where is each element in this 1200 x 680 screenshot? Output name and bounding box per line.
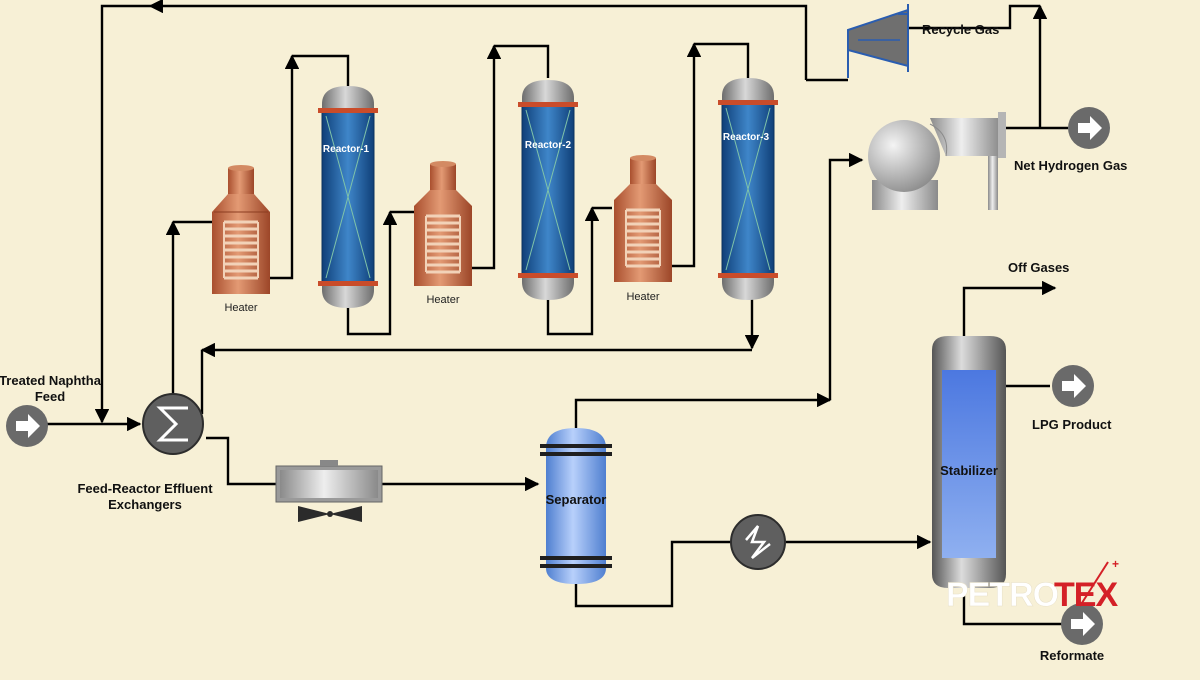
pipe-to-hydrogen-compressor	[828, 152, 864, 400]
logo-mark: +	[1112, 557, 1119, 571]
lpg-arrow-icon	[1052, 365, 1094, 407]
reactor2-label: Reactor-2	[525, 140, 572, 151]
hydrogen-compressor-icon	[868, 112, 1006, 210]
pipe-reactor2-in	[494, 44, 550, 78]
pipe-reactor3-in	[694, 42, 750, 78]
exchangers-label-line2: Exchangers	[108, 497, 182, 512]
pipe-recycle-header	[148, 0, 808, 80]
feed-arrow-icon	[6, 405, 48, 447]
heater3-label: Heater	[626, 291, 659, 303]
reformate-arrow-icon	[1061, 603, 1103, 645]
net-hydrogen-label: Net Hydrogen Gas	[1014, 158, 1127, 173]
pipe-reactor1-out	[346, 210, 398, 336]
reactor-1	[318, 86, 378, 308]
feed-label-line2: Feed	[35, 389, 65, 404]
stabilizer	[932, 336, 1006, 588]
petrotex-logo: PETRO TEX +	[946, 557, 1120, 614]
recycle-compressor-icon	[847, 4, 909, 78]
pipe-reactor2-out	[546, 206, 600, 336]
labels: Treated Naphtha Feed Feed-Reactor Efflue…	[0, 22, 1127, 663]
lpg-label: LPG Product	[1032, 417, 1112, 432]
stabilizer-label: Stabilizer	[940, 463, 998, 478]
pipe-recycle-down	[94, 4, 150, 424]
reactor3-label: Reactor-3	[723, 132, 770, 143]
pipe-separator-liquid	[574, 540, 732, 608]
pipe-heater1-out	[268, 54, 300, 280]
net-hydrogen-arrow-icon	[1068, 107, 1110, 149]
separator-label: Separator	[546, 492, 607, 507]
heater1-label: Heater	[224, 302, 257, 314]
recycle-gas-label: Recycle Gas	[922, 22, 999, 37]
pipe-off-gases	[962, 280, 1057, 336]
stabilizer-feed-exchanger-icon	[730, 514, 786, 570]
logo-text-white: PETRO	[946, 576, 1059, 614]
reactor-2	[518, 80, 578, 300]
pipe-heater2-out	[470, 44, 502, 270]
reactor1-label: Reactor-1	[323, 144, 370, 155]
pipe-exchanger-to-cooler	[206, 436, 276, 486]
feed-effluent-exchanger-icon	[142, 393, 204, 455]
air-cooler-fan-icon	[275, 460, 383, 522]
piping	[46, 0, 1068, 626]
pipe-separator-vapour	[574, 392, 832, 428]
pipe-reactor1-in	[292, 54, 350, 86]
heater-1	[212, 165, 270, 294]
reformate-label: Reformate	[1040, 648, 1104, 663]
pipe-reformate	[962, 588, 1064, 626]
pipe-heater3-out	[668, 42, 702, 268]
reactor-3	[718, 78, 778, 300]
feed-label-line1: Treated Naphtha	[0, 373, 102, 388]
heater2-label: Heater	[426, 294, 459, 306]
off-gases-label: Off Gases	[1008, 260, 1069, 275]
exchangers-label-line1: Feed-Reactor Effluent	[77, 481, 213, 496]
heater-3	[614, 155, 672, 282]
separator	[540, 428, 612, 584]
pipe-to-compressor	[905, 4, 1040, 30]
heater-2	[414, 161, 472, 286]
